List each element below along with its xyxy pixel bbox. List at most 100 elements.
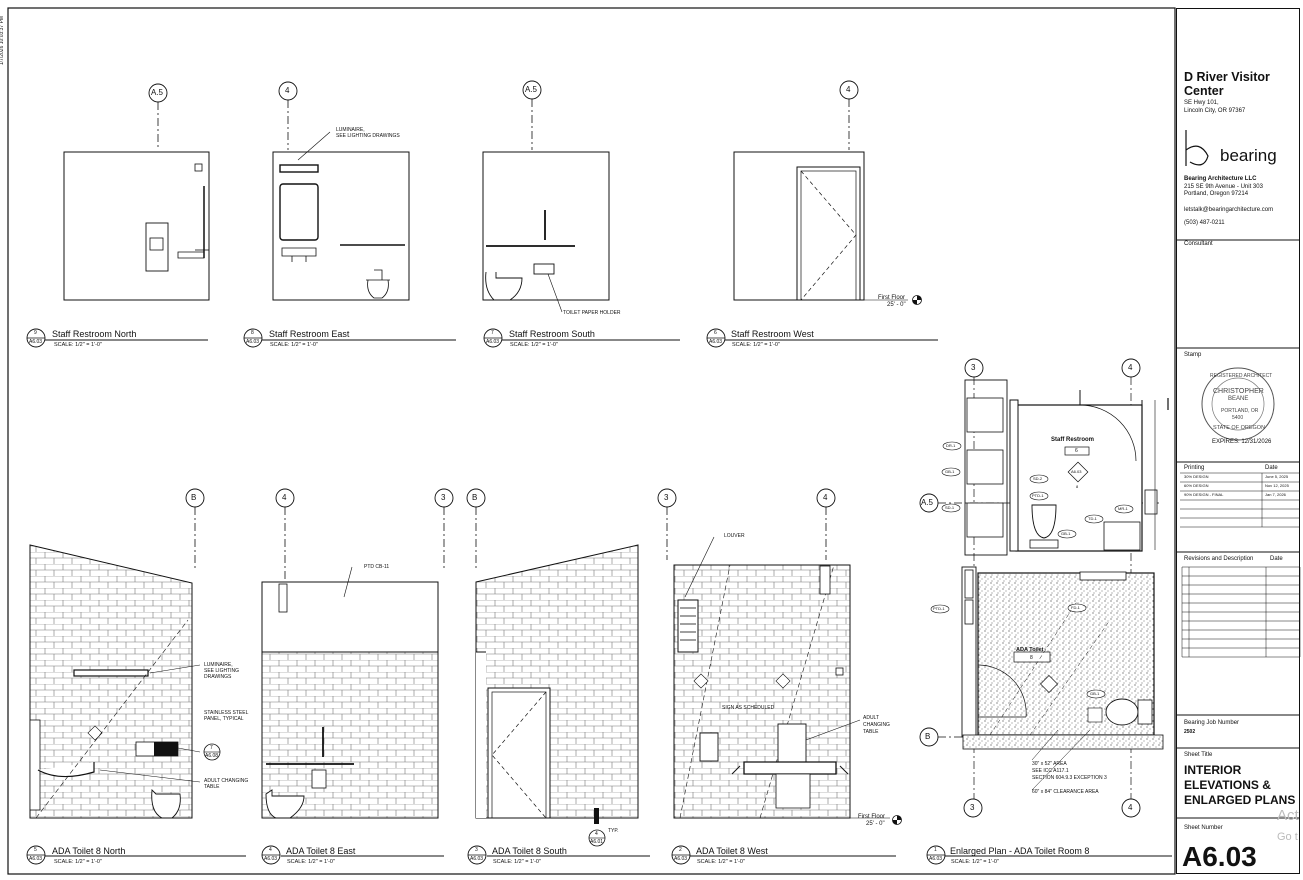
elev-tag-num: 8 <box>1076 484 1079 489</box>
note-adult: ADULT <box>863 715 880 721</box>
revisions-date-header: Date <box>1270 556 1283 562</box>
stamp-label: Stamp <box>1184 352 1202 358</box>
firm-phone: (503) 487-0211 <box>1184 220 1225 226</box>
fixture-tag: FD-1 <box>1071 605 1080 610</box>
view-sheet: A6.03 <box>709 339 723 345</box>
printing-row-date: June 5, 2025 <box>1265 474 1289 479</box>
grid-label-3: 3 <box>971 363 976 372</box>
fixture-tag: SD-2 <box>1033 476 1043 481</box>
elev-tag: A6.03 <box>1071 469 1082 474</box>
detail-ref-sheet: A6.01 <box>590 839 604 845</box>
grid-label-4: 4 <box>823 493 828 502</box>
activation-watermark-sub: Go t <box>1277 831 1298 843</box>
view-scale: SCALE: 1/2" = 1'-0" <box>732 342 780 348</box>
fixture-tag: PTD-1 <box>1032 493 1044 498</box>
grid-label-3: 3 <box>441 493 446 502</box>
grid-label-a5: A.5 <box>921 498 934 507</box>
printing-header: Printing <box>1184 465 1205 471</box>
note-see-lighting: SEE LIGHTING DRAWINGS <box>336 133 400 139</box>
fixture-tag: PTD-1 <box>933 606 945 611</box>
grid-label-4: 4 <box>846 85 851 94</box>
grid-label-a5: A.5 <box>525 85 538 94</box>
note-table: TABLE <box>863 729 879 735</box>
view-num: 3 <box>475 847 478 853</box>
note-sign: SIGN AS SCHEDULED <box>722 705 775 711</box>
view-sheet: A6.03 <box>29 339 43 345</box>
fixture-tag: GB-1 <box>945 469 955 474</box>
printing-row-name: 90% DESIGN - FINAL <box>1184 492 1224 497</box>
seal-name-last: BEANE <box>1228 396 1249 402</box>
room-number-ada: 8 <box>1030 655 1033 661</box>
sheet-title: INTERIOR ELEVATIONS & ENLARGED PLANS <box>1184 763 1296 807</box>
view-num: 9 <box>34 330 37 336</box>
project-name: D River Visitor Center <box>1184 70 1270 98</box>
note-changing: CHANGING <box>863 722 890 728</box>
firm-email: letstalk@bearingarchitecture.com <box>1184 207 1274 213</box>
seal-city: PORTLAND, OR <box>1221 408 1259 414</box>
printing-row-name: 60% DESIGN <box>1184 483 1209 488</box>
seal-name-first: CHRISTOPHER <box>1213 388 1264 395</box>
fixture-tag: TD-1 <box>1088 516 1097 521</box>
note-clearance: 60" x 84" CLEARANCE AREA <box>1032 789 1099 795</box>
view-scale: SCALE: 1/2" = 1'-0" <box>951 859 999 865</box>
fixture-tag: MR-1 <box>1118 506 1128 511</box>
note-stainless: STAINLESS STEEL <box>204 710 249 716</box>
note-adult-changing-table: ADULT CHANGING <box>204 778 249 784</box>
view-num: 7 <box>491 330 494 336</box>
view-num: 6 <box>714 330 717 336</box>
note-first-floor: First Floor <box>858 814 885 820</box>
note-luminaire: LUMINAIRE, <box>204 662 233 668</box>
view-sheet: A6.03 <box>929 856 943 862</box>
room-name-staff: Staff Restroom <box>1051 437 1095 443</box>
fixture-tag: GB-1 <box>1090 691 1100 696</box>
view-title: ADA Toilet 8 East <box>286 846 356 856</box>
note-elevation: 25' - 0" <box>887 302 906 308</box>
stamp-expires: EXPIRES: 12/31/2026 <box>1212 439 1272 445</box>
printing-row-date: Nov 12, 2025 <box>1265 483 1289 488</box>
grid-label-4: 4 <box>282 493 287 502</box>
grid-label-4: 4 <box>1128 803 1133 812</box>
view-scale: SCALE: 1/2" = 1'-0" <box>287 859 335 865</box>
view-scale: SCALE: 1/2" = 1'-0" <box>54 859 102 865</box>
view-sheet: A6.03 <box>29 856 43 862</box>
view-num: 1 <box>934 847 937 853</box>
note-typ: TYP. <box>608 828 619 834</box>
note-table: TABLE <box>204 784 220 790</box>
note-ptd: PTD CB-11 <box>364 564 390 570</box>
note-see-lighting: SEE LIGHTING <box>204 668 240 674</box>
firm-address-line2: Portland, Oregon 97214 <box>1184 191 1249 197</box>
title-block <box>1176 8 1300 874</box>
grid-label-b: B <box>472 493 478 502</box>
grid-label-4: 4 <box>285 86 290 95</box>
view-title: Staff Restroom East <box>269 329 350 339</box>
view-sheet: A6.03 <box>470 856 484 862</box>
firm-logo-text: bearing <box>1220 146 1277 165</box>
detail-ref-num: 7 <box>210 745 213 751</box>
sheet-title-label: Sheet Title <box>1184 752 1213 758</box>
room-number-staff: 6 <box>1075 448 1078 454</box>
note-area-section: SECTION 604.9.3 EXCEPTION 3 <box>1032 775 1107 781</box>
view-sheet: A6.03 <box>264 856 278 862</box>
view-title: Staff Restroom West <box>731 329 814 339</box>
job-number: 2502 <box>1184 729 1196 735</box>
revisions-header: Revisions and Description <box>1184 556 1254 562</box>
view-num: 5 <box>34 847 37 853</box>
sheet-number-label: Sheet Number <box>1184 825 1223 831</box>
view-title: Staff Restroom South <box>509 329 595 339</box>
view-num: 4 <box>269 847 272 853</box>
note-louver: LOUVER <box>724 533 745 539</box>
consultant-label: Consultant <box>1184 241 1213 247</box>
view-scale: SCALE: 1/2" = 1'-0" <box>54 342 102 348</box>
seal-title: REGISTERED ARCHITECT <box>1210 373 1273 379</box>
job-number-label: Bearing Job Number <box>1184 720 1240 726</box>
fixture-tag: SD-1 <box>945 505 955 510</box>
fixture-tag: DR-1 <box>946 443 956 448</box>
print-timestamp: 1/7/2026 10:03:37 PM <box>0 15 6 66</box>
grid-label-b: B <box>925 732 931 741</box>
view-scale: SCALE: 1/2" = 1'-0" <box>270 342 318 348</box>
view-num: 8 <box>251 330 254 336</box>
view-sheet: A6.03 <box>246 339 260 345</box>
view-num: 2 <box>679 847 682 853</box>
firm-name: Bearing Architecture LLC <box>1184 176 1257 182</box>
